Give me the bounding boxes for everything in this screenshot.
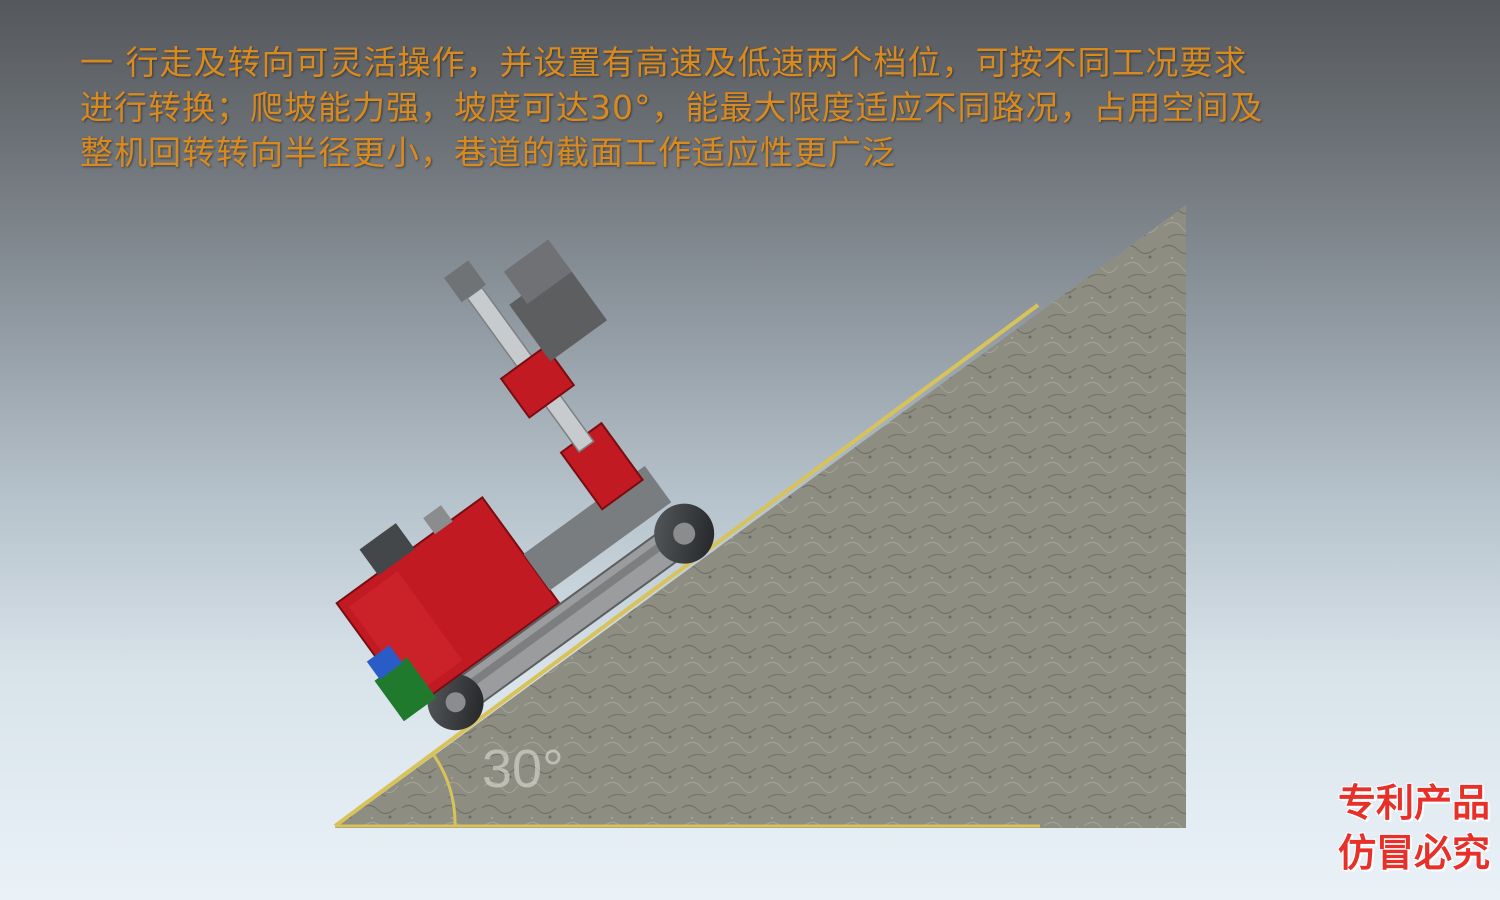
caption-line-2: 进行转换；爬坡能力强，坡度可达30°，能最大限度适应不同路况，占用空间及 (80, 88, 1264, 127)
caption-line-1: 一 行走及转向可灵活操作，并设置有高速及低速两个档位，可按不同工况要求 (80, 43, 1248, 82)
caption-line-3: 整机回转转向半径更小，巷道的截面工作适应性更广泛 (80, 133, 896, 172)
patent-stamp: 专利产品 仿冒必究 (1338, 778, 1490, 878)
drilling-machine (335, 239, 715, 731)
slope-ramp (335, 205, 1186, 828)
description-caption: 一 行走及转向可灵活操作，并设置有高速及低速两个档位，可按不同工况要求 进行转换… (80, 40, 1380, 175)
slope-edge-line (333, 303, 1040, 828)
angle-label: 30° (482, 739, 564, 799)
stamp-line-1: 专利产品 (1337, 781, 1490, 825)
stamp-line-2: 仿冒必究 (1337, 831, 1490, 875)
angle-arc (431, 753, 457, 827)
